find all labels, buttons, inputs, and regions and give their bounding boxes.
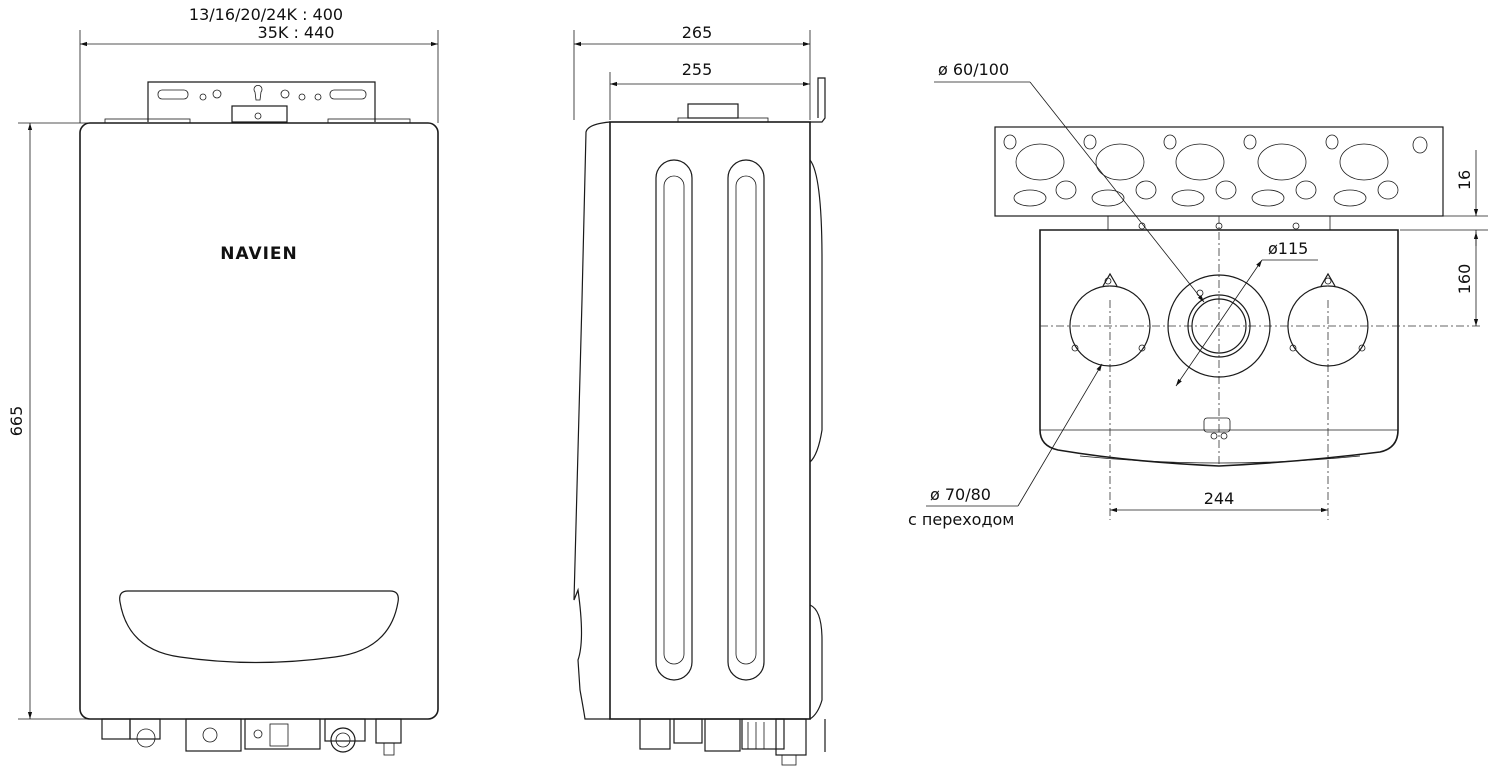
control-panel-cover: [119, 590, 399, 664]
side-handle-right: [727, 159, 765, 681]
side-casing: [609, 121, 811, 720]
flue-offset-label: 160: [1455, 264, 1474, 295]
top-wall-bracket: [994, 126, 1444, 217]
side-door-profile: [573, 121, 611, 720]
separate-flue-label-line1: ø 70/80: [930, 485, 991, 504]
side-inner-depth-label: 255: [682, 60, 713, 79]
separate-flue-leader: [1017, 363, 1103, 507]
front-bottom-fittings: [101, 718, 402, 756]
side-handle-left: [655, 159, 693, 681]
bracket-thickness-label: 16: [1455, 170, 1474, 190]
front-casing: [79, 122, 439, 720]
front-width-label-line1: 13/16/20/24K : 400: [189, 5, 343, 24]
front-width-label-line2: 35K : 440: [258, 23, 335, 42]
separate-spacing-label: 244: [1204, 489, 1235, 508]
side-view: 265 255: [573, 23, 826, 766]
front-height-label: 665: [7, 406, 26, 437]
flue-diameter-leader: [1029, 81, 1205, 303]
flue-outer-diameter-label: ø115: [1268, 239, 1308, 258]
left-air-intake-flange: [1069, 272, 1151, 367]
wall-bracket: [104, 81, 411, 124]
front-view: NAVIEN 13/16/20/24K : 400 35K : 440 6: [7, 5, 439, 756]
brand-logo: NAVIEN: [220, 244, 298, 264]
side-outer-depth-label: 265: [682, 23, 713, 42]
top-view: ø 60/100 16 160 ø115 ø 70/80 с переходом…: [908, 60, 1488, 529]
separate-flue-label-line2: с переходом: [908, 510, 1014, 529]
flue-outer-diameter-leader: [1175, 259, 1263, 387]
bracket-cutouts: [1003, 134, 1428, 207]
flue-diameter-label: ø 60/100: [938, 60, 1009, 79]
side-bottom-fittings: [639, 718, 807, 766]
right-exhaust-flange: [1287, 272, 1369, 367]
